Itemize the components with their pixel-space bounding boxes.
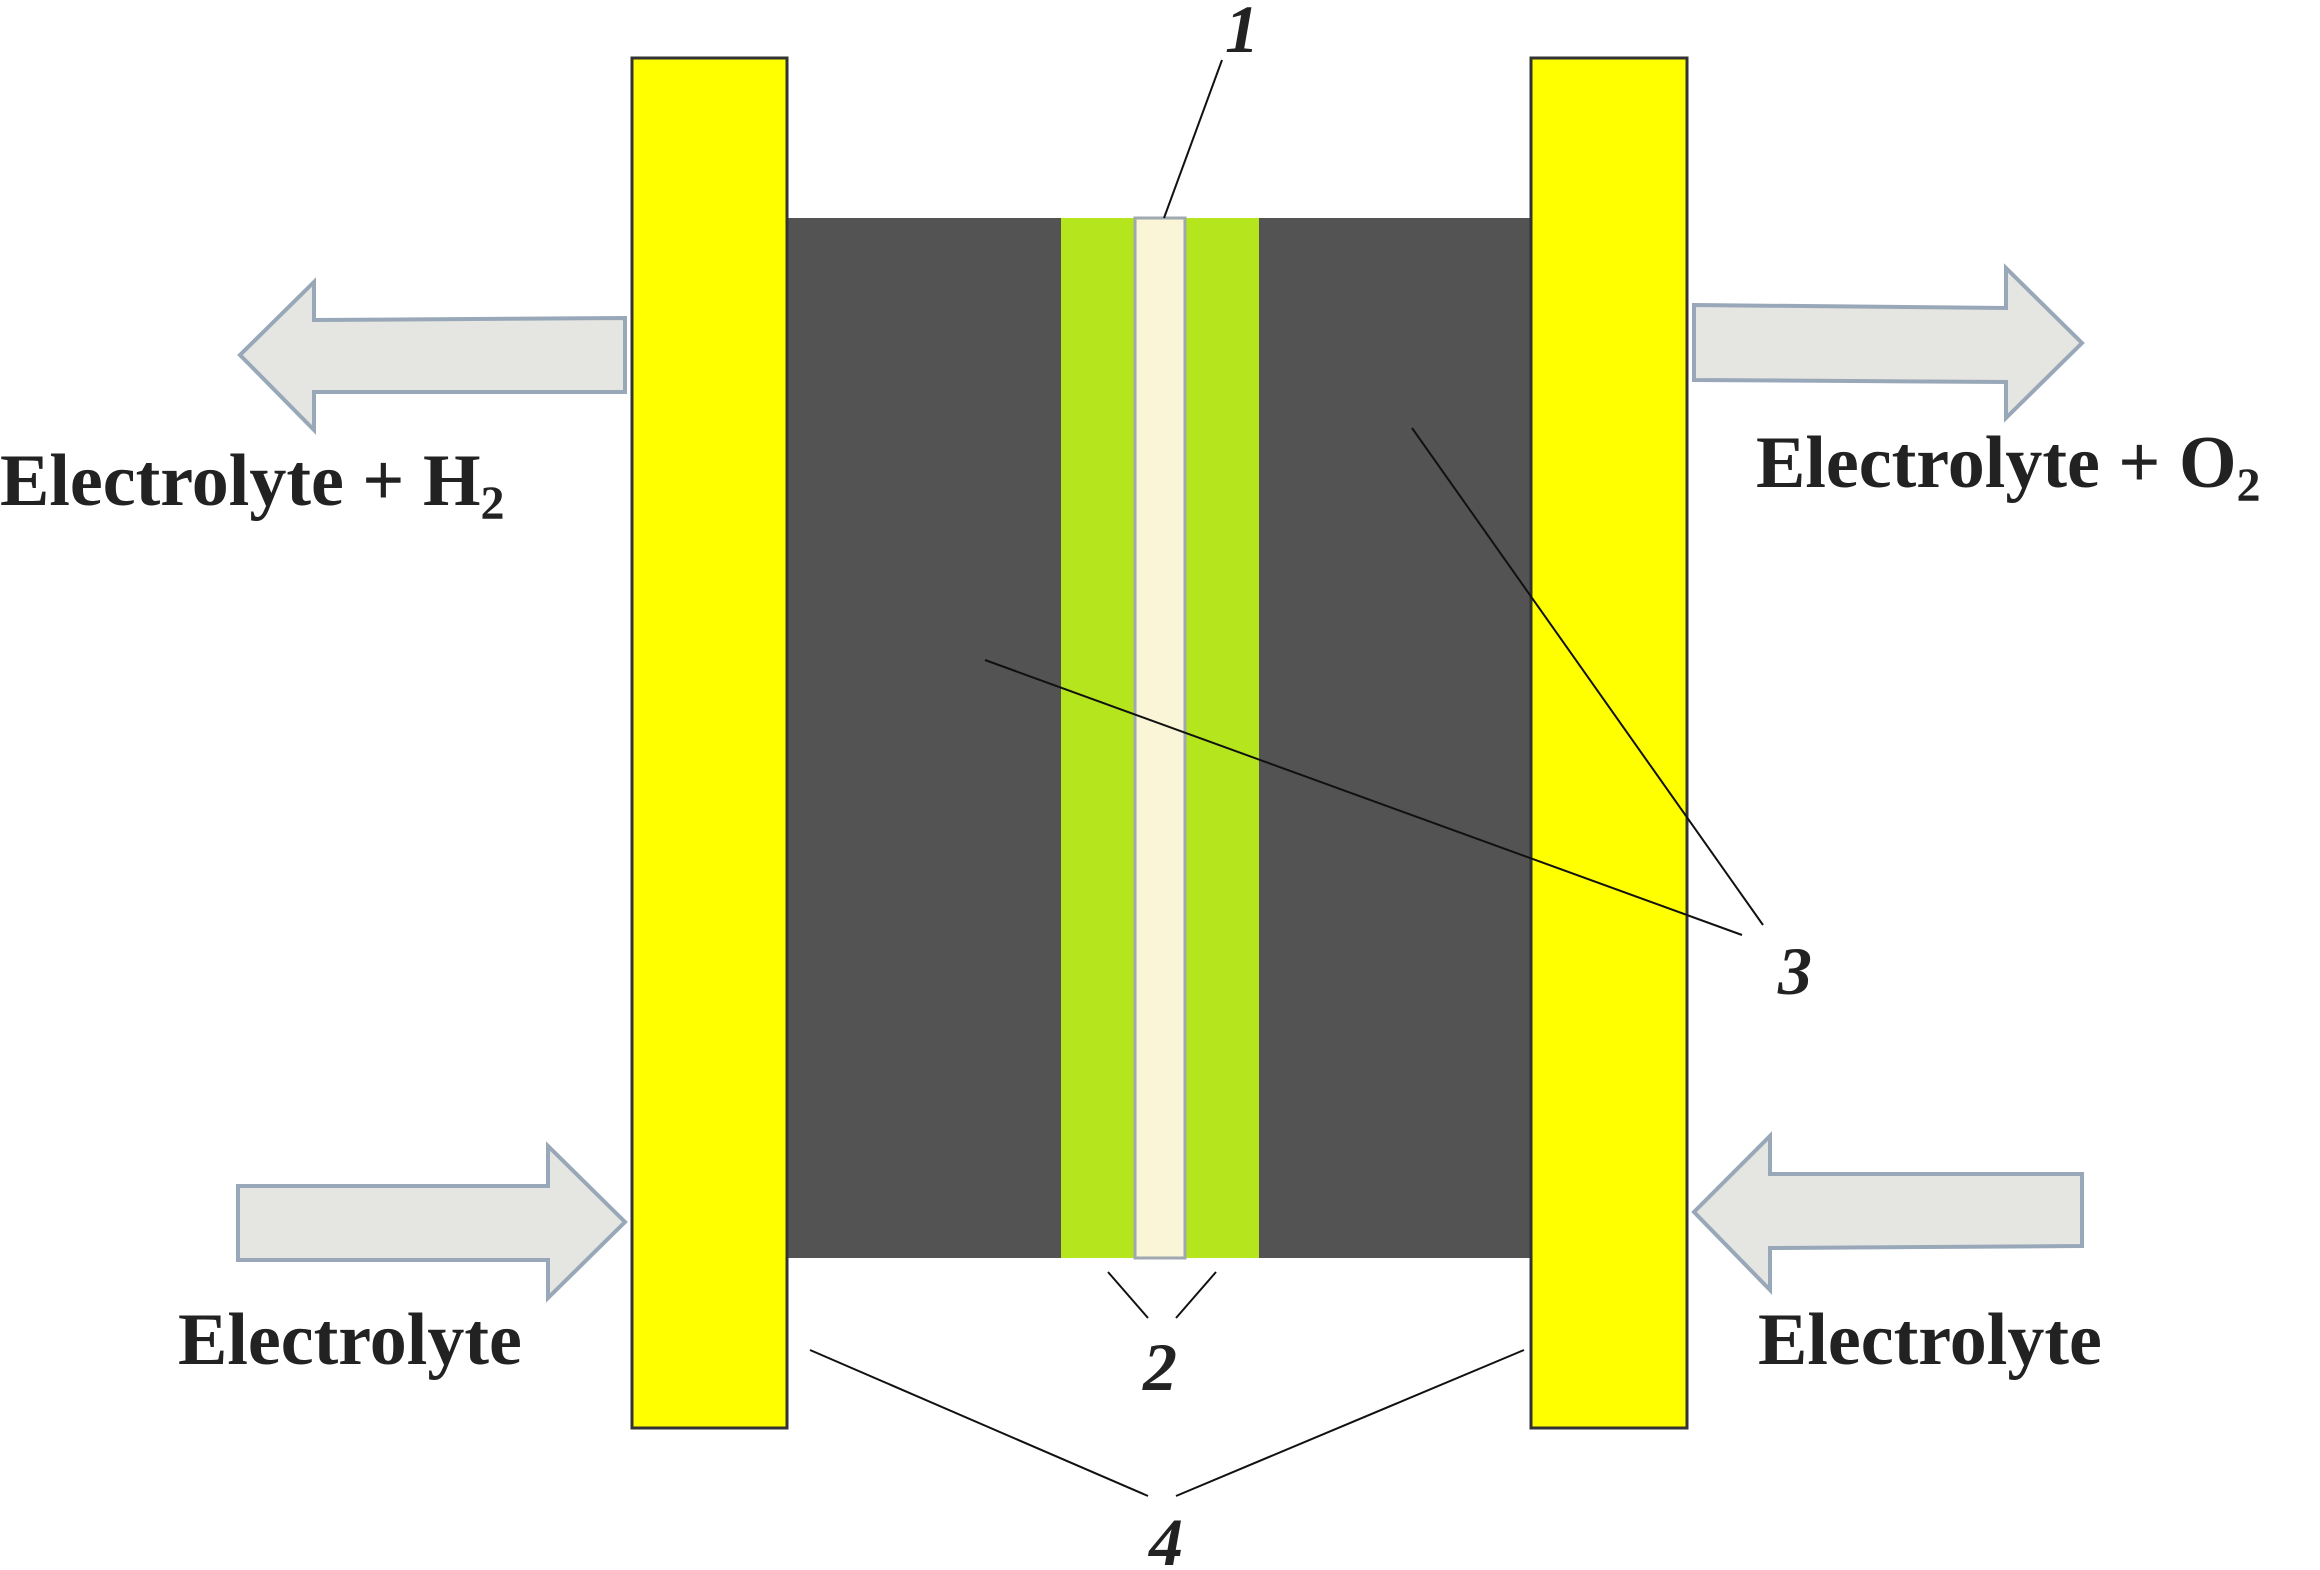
right-catalyst-layer — [1183, 218, 1259, 1258]
label-inlet-right: Electrolyte — [1758, 1299, 2102, 1381]
left-end-plate — [630, 56, 789, 1430]
callout-4: 4 — [1147, 1504, 1183, 1570]
inlet-arrow-left — [236, 1141, 628, 1303]
callout-1: 1 — [1225, 0, 1259, 67]
leader-1 — [1163, 59, 1223, 219]
right-end-plate — [1529, 56, 1689, 1430]
leader-2b — [1175, 1271, 1217, 1319]
left-catalyst-layer — [1061, 218, 1135, 1258]
outlet-arrow-right — [1692, 263, 2085, 423]
leader-4a — [809, 1349, 1149, 1497]
inlet-arrow-right — [1691, 1131, 2084, 1295]
leader-2a — [1107, 1271, 1149, 1319]
callout-2: 2 — [1142, 1329, 1177, 1405]
callout-3: 3 — [1777, 933, 1812, 1009]
leader-4b — [1175, 1349, 1525, 1497]
label-outlet-h2: Electrolyte + H2 — [0, 440, 505, 530]
membrane — [1133, 216, 1187, 1260]
label-outlet-o2: Electrolyte + O2 — [1756, 422, 2261, 512]
label-inlet-left: Electrolyte — [178, 1299, 522, 1381]
leader-3b — [1411, 427, 1764, 926]
outlet-arrow-left — [237, 277, 627, 435]
right-electrode — [1257, 218, 1532, 1258]
left-electrode — [785, 218, 1063, 1258]
leader-3a — [984, 659, 1743, 936]
